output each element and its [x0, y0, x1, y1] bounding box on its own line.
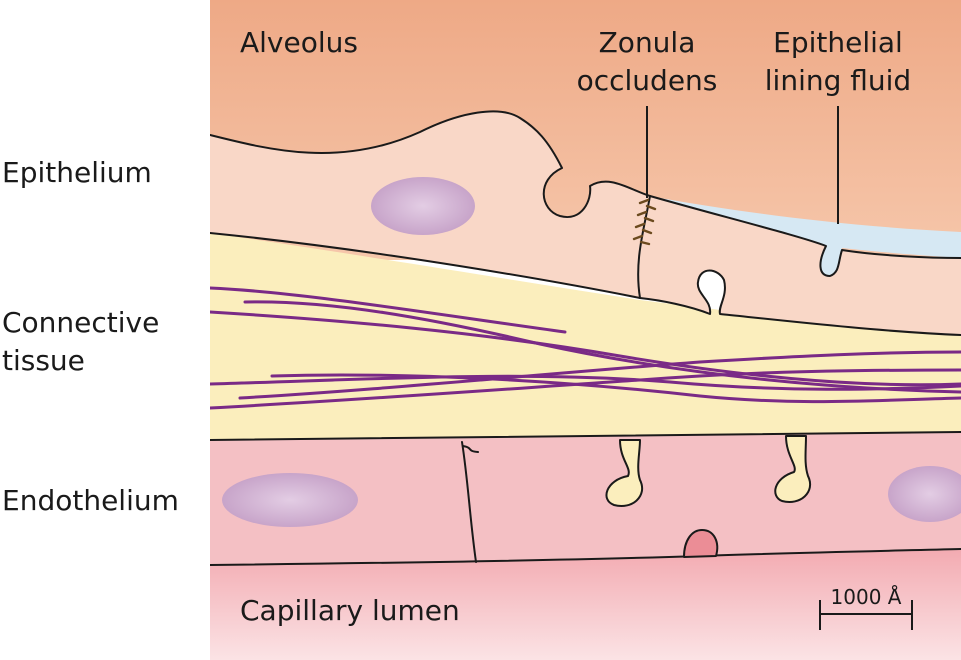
endothelial-junction-right — [462, 445, 479, 453]
lining-fluid-label-line2: lining fluid — [765, 64, 911, 97]
endothelium-label: Endothelium — [2, 484, 179, 517]
alveolus-label: Alveolus — [240, 26, 358, 59]
lining-fluid-label-line1: Epithelial — [773, 26, 903, 59]
endothelial-junction-left — [461, 441, 477, 563]
endothelial-nucleus-left — [222, 473, 358, 527]
capillary-lumen-label: Capillary lumen — [240, 594, 460, 627]
endothelial-vesicle-2 — [774, 435, 811, 504]
epithelial-lining-fluid — [660, 198, 961, 276]
endothelial-nucleus-right — [888, 466, 961, 522]
epithelial-nucleus — [371, 177, 475, 235]
endothelial-vesicle-1 — [605, 439, 643, 508]
epithelium-label: Epithelium — [2, 156, 152, 189]
scale-bar — [819, 600, 913, 630]
zonula-occludens-strands — [632, 198, 657, 246]
connective-tissue-label-line1: Connective — [2, 306, 159, 339]
epithelium-layer — [210, 111, 961, 335]
connective-tissue-label-line2: tissue — [2, 344, 85, 377]
scale-bar-label: 1000 Å — [831, 585, 902, 609]
collagen-fibers — [210, 286, 961, 410]
endothelium-layer — [210, 432, 961, 565]
endothelial-vesicle-lumen — [683, 529, 719, 558]
zonula-occludens-label-line1: Zonula — [599, 26, 696, 59]
zonula-occludens-label-line2: occludens — [577, 64, 718, 97]
